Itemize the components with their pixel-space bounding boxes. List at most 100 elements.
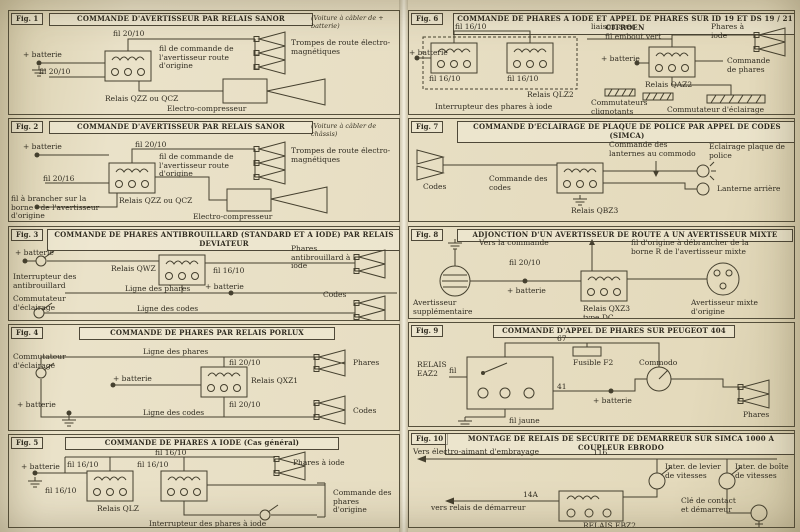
horn-icon — [253, 59, 286, 75]
diagram-label: Phares antibrouillard à iode — [291, 244, 351, 271]
diagram-label: Codes — [323, 290, 347, 299]
diagram-label: + batterie — [17, 400, 56, 409]
diagram-label: RELAIS EAZ2 — [417, 360, 447, 378]
figure-title: COMMANDE D'AVERTISSEUR PAR RELAIS SANOR — [49, 13, 313, 26]
code-lamp-icon — [353, 295, 386, 311]
diagram-label: Relais QZZ ou QCZ — [119, 196, 193, 205]
figure-panel-10: Fig. 10 MONTAGE DE RELAIS DE SECURITE DE… — [408, 430, 795, 528]
relay-icon — [158, 254, 206, 286]
diagram-label: fil d'origine à débrancher de la borne R… — [631, 238, 749, 256]
diagram-label: + batterie — [23, 142, 62, 151]
fog-lamp-icon — [353, 249, 386, 265]
figure-title: ADJONCTION D'UN AVERTISSEUR DE ROUTE A U… — [457, 229, 793, 242]
figure-panel-9: Fig. 9 COMMANDE D'APPEL DE PHARES SUR PE… — [408, 322, 795, 427]
figure-title: COMMANDE DE PHARES ANTIBROUILLARD (STAND… — [47, 229, 399, 251]
rear-light-icon — [696, 182, 710, 196]
diagram-label: fil 20/10 — [39, 67, 71, 76]
headlamp-icon — [313, 349, 346, 365]
diagram-label: Relais QAZ2 — [645, 80, 693, 89]
relay-icon — [556, 162, 604, 194]
diagram-label: + batterie — [507, 286, 546, 295]
diagram-label: Relais QXZ3 type DC — [583, 304, 631, 319]
relay-icon — [648, 46, 696, 78]
horn-speaker-icon — [439, 265, 471, 297]
diagram-label: Phares à iode — [711, 22, 745, 40]
diagram-label: Clé de contact et démarreur — [681, 496, 736, 514]
figure-subtitle: (Voiture à câbler de + batterie) — [311, 14, 384, 30]
figure-title: COMMANDE D'AVERTISSEUR PAR RELAIS SANOR — [49, 121, 313, 134]
diagram-label: + batterie — [21, 462, 60, 471]
code-lamp-icon — [416, 165, 445, 181]
horn-icon — [253, 45, 286, 61]
relay-icon — [200, 366, 248, 398]
code-lamp-icon — [416, 149, 445, 165]
relay-icon — [108, 162, 156, 194]
code-lamp-icon — [313, 409, 346, 425]
diagram-label: fil 16/10 — [507, 74, 539, 83]
diagram-label: Commutateur d'éclairage — [13, 294, 66, 312]
figure-title: MONTAGE DE RELAIS DE SECURITE DE DEMARRE… — [445, 433, 794, 455]
diagram-label: Lanterne arrière — [717, 184, 781, 193]
switch-icon — [259, 504, 279, 521]
wiring — [416, 149, 716, 206]
figure-number: Fig. 9 — [411, 325, 444, 338]
diagram-label: Codes — [423, 182, 447, 191]
diagram-label: fil 16/10 — [455, 22, 487, 31]
horn-icon — [253, 155, 286, 171]
diagram-label: + batterie — [593, 396, 632, 405]
ground-icon — [457, 416, 473, 426]
figure-number: Fig. 5 — [11, 437, 44, 450]
figure-panel-5: Fig. 5 COMMANDE DE PHARES A IODE (Cas gé… — [8, 434, 400, 528]
diagram-label: 14A — [523, 490, 538, 499]
diagram-label: Fusible F2 — [573, 358, 614, 367]
diagram-label: fil 16/10 — [45, 486, 77, 495]
diagram-label: liaison avec — [591, 22, 636, 31]
relay-icon — [86, 470, 134, 502]
diagram-label: Ligne des codes — [137, 304, 199, 313]
diagram-label: fil 20/16 — [43, 174, 75, 183]
page-fold — [399, 0, 408, 532]
figure-number: Fig. 2 — [11, 121, 44, 134]
diagram-label: fil 20/10 — [229, 358, 261, 367]
diagram-label: Commande des phares d'origine — [333, 488, 392, 515]
diagram-label: + batterie — [23, 50, 62, 59]
diagram-label: Codes — [353, 406, 377, 415]
figure-number: Fig. 10 — [411, 433, 449, 446]
figure-panel-4: Fig. 4 COMMANDE DE PHARES PAR RELAIS POR… — [8, 324, 400, 431]
figure-number: Fig. 7 — [411, 121, 444, 134]
figure-panel-2: Fig. 2 COMMANDE D'AVERTISSEUR PAR RELAIS… — [8, 118, 400, 222]
headlamp-icon — [737, 393, 770, 409]
figure-panel-3: Fig. 3 COMMANDE DE PHARES ANTIBROUILLARD… — [8, 226, 400, 321]
diagram-label: Avertisseur supplémentaire — [413, 298, 473, 316]
diagram-label: Relais QLZ — [97, 504, 139, 513]
diagram-label: Vers la commande — [479, 238, 549, 247]
figure-title: COMMANDE D'ECLAIRAGE DE PLAQUE DE POLICE… — [457, 121, 794, 143]
relay-icon — [580, 270, 628, 302]
diagram-label: Avertisseur mixte d'origine — [691, 298, 758, 316]
ground-icon — [27, 476, 43, 488]
diagram-label: Commodo — [639, 358, 678, 367]
battery-icon — [66, 410, 72, 416]
diagram-label: fil à brancher sur la borne - de l'avert… — [11, 194, 100, 221]
relay-icon — [104, 50, 152, 82]
battery-icon — [36, 60, 42, 66]
code-lamp-icon — [313, 395, 346, 411]
light-switch-icon — [706, 94, 766, 104]
diagram-label: Ligne des phares — [125, 284, 191, 293]
figure-title: COMMANDE D'APPEL DE PHARES SUR PEUGEOT 4… — [493, 325, 735, 338]
figure-number: Fig. 8 — [411, 229, 444, 242]
diagram-label: fil embout vert — [605, 32, 662, 41]
compressor-box — [222, 78, 268, 104]
diagram-label: Commutateur d'éclairage — [667, 105, 765, 114]
diagram-label: + batterie — [15, 248, 54, 257]
diagram-label: Phares à iode — [293, 458, 345, 467]
diagram-label: 116 — [593, 448, 608, 457]
ground-icon — [572, 194, 588, 206]
diagram-label: Commutateur d'éclairage — [13, 352, 66, 370]
figure-number: Fig. 6 — [411, 13, 444, 26]
battery-icon — [22, 258, 28, 264]
diagram-label: Interrupteur des antibrouillard — [13, 272, 77, 290]
diagram-label: Inter. de boîte de vitesses — [735, 462, 789, 480]
diagram-label: fil 16/10 — [429, 74, 461, 83]
